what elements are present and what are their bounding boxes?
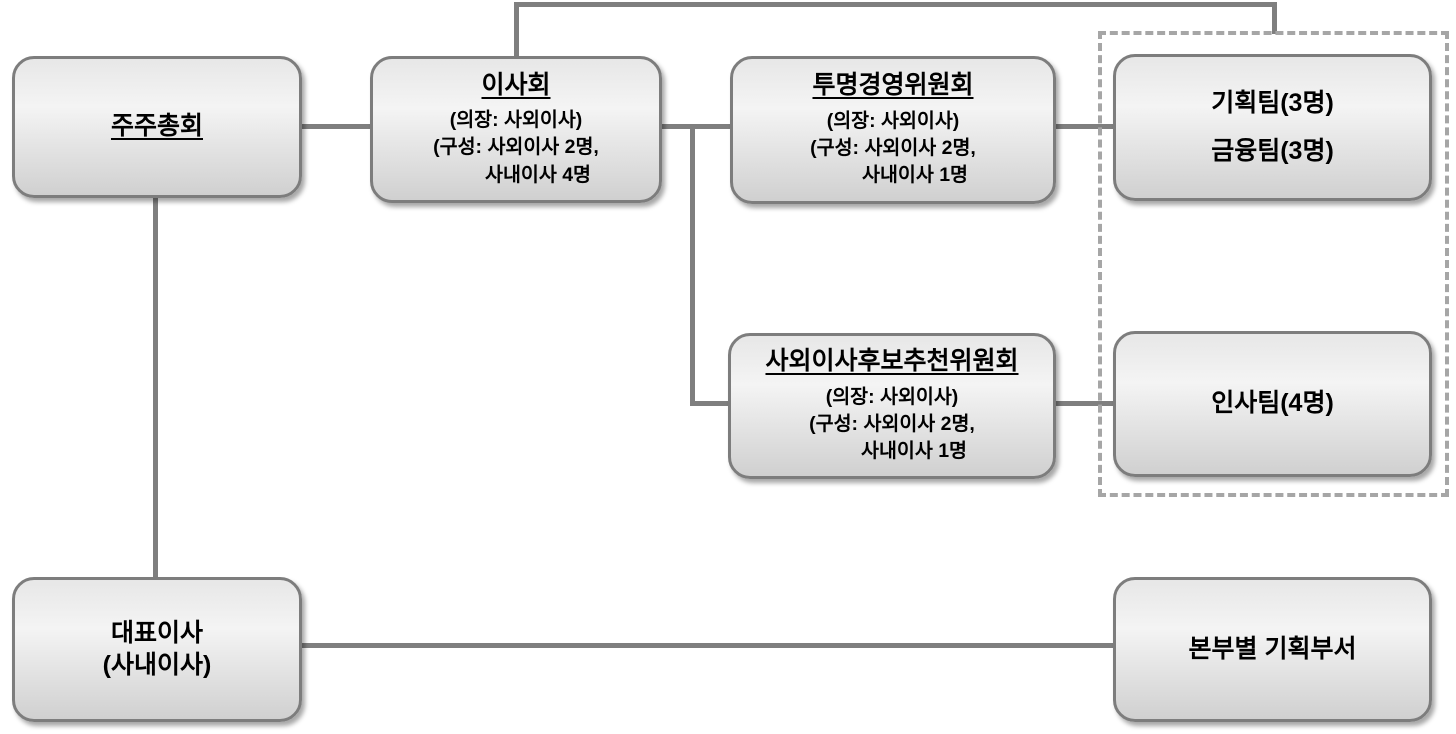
box-planning-finance-team: 기획팀(3명) 금융팀(3명) xyxy=(1113,54,1432,201)
box-nomination-composition: (구성: 사외이사 2명, xyxy=(809,412,975,435)
box-transparent-management-committee: 투명경영위원회 (의장: 사외이사) (구성: 사외이사 2명, 사내이사 1명 xyxy=(730,56,1056,204)
support-teams-dashed-group xyxy=(1098,31,1449,497)
box-ceo-sublabel: (사내이사) xyxy=(102,650,212,679)
connector-nomination-to-hr-team xyxy=(1056,401,1113,406)
box-hq-planning-label: 본부별 기획부서 xyxy=(1188,634,1357,663)
box-transparent-title: 투명경영위원회 xyxy=(812,71,974,100)
connector-top-horizontal xyxy=(514,2,1277,7)
connector-shareholders-ceo xyxy=(153,198,158,577)
box-finance-team-label: 금융팀(3명) xyxy=(1211,136,1334,165)
connector-transparent-to-planning-team xyxy=(1056,124,1113,129)
connector-to-nomination-committee xyxy=(690,401,730,406)
box-ceo-label: 대표이사 xyxy=(110,619,203,648)
connector-board-down-vertical xyxy=(690,124,695,406)
box-hr-team-label: 인사팀(4명) xyxy=(1211,389,1334,418)
box-transparent-composition-cont: 사내이사 1명 xyxy=(862,164,968,187)
box-nomination-composition-cont: 사내이사 1명 xyxy=(861,440,967,463)
box-nomination-chair: (의장: 사외이사) xyxy=(825,385,959,408)
box-ceo: 대표이사 (사내이사) xyxy=(12,577,302,722)
connector-shareholders-board xyxy=(302,124,370,129)
connector-top-to-board xyxy=(514,2,519,58)
box-shareholders-meeting: 주주총회 xyxy=(12,56,302,198)
box-outside-director-nomination-committee: 사외이사후보추천위원회 (의장: 사외이사) (구성: 사외이사 2명, 사내이… xyxy=(728,333,1056,479)
box-board-composition: (구성: 사외이사 2명, xyxy=(433,136,599,159)
box-board-chair: (의장: 사외이사) xyxy=(449,109,583,132)
connector-ceo-hq-planning xyxy=(302,643,1113,648)
box-planning-team-label: 기획팀(3명) xyxy=(1211,89,1334,118)
box-board-title: 이사회 xyxy=(481,70,551,99)
connector-top-to-dashed-group xyxy=(1272,2,1277,34)
box-board-of-directors: 이사회 (의장: 사외이사) (구성: 사외이사 2명, 사내이사 4명 xyxy=(370,56,662,203)
box-shareholders-title: 주주총회 xyxy=(110,112,203,141)
box-transparent-composition: (구성: 사외이사 2명, xyxy=(810,136,976,159)
connector-board-transparent-committee xyxy=(662,124,730,129)
box-nomination-title: 사외이사후보추천위원회 xyxy=(765,347,1019,376)
box-board-composition-cont: 사내이사 4명 xyxy=(485,163,591,186)
box-transparent-chair: (의장: 사외이사) xyxy=(826,109,960,132)
box-hq-planning-dept: 본부별 기획부서 xyxy=(1113,577,1432,722)
box-hr-team: 인사팀(4명) xyxy=(1113,331,1432,477)
